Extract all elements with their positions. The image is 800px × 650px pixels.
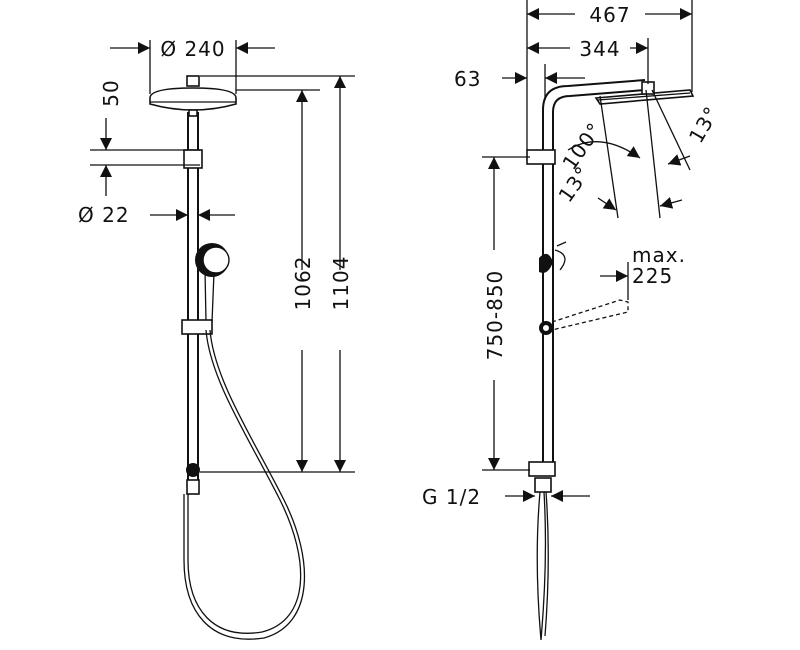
diverter — [186, 463, 200, 495]
dim-slider-range: 750-850 — [482, 156, 530, 471]
dim-wall-offset: 63 — [454, 64, 585, 100]
angle-100-label: 100° — [557, 118, 607, 175]
head-shower — [149, 75, 237, 117]
dim-angles: 100° 13° 13° — [553, 89, 724, 219]
connection-side — [534, 477, 552, 493]
side-view: 467 344 63 100° 13° 13° — [422, 0, 724, 641]
range-750-850-label: 750-850 — [483, 270, 507, 361]
height-1062-label: 1062 — [291, 256, 315, 311]
max-225-label: 225 — [632, 264, 673, 288]
angle-13-right-label: 13° — [684, 102, 724, 147]
dim-heights: 1062 1104 — [200, 75, 355, 473]
dim-head-diameter: Ø 240 — [110, 37, 275, 94]
dim-connection: G 1/2 — [422, 485, 590, 509]
hand-shower — [195, 243, 230, 323]
head-height-label: 50 — [99, 79, 123, 106]
hand-shower-side — [539, 241, 567, 273]
head-shower-side — [594, 81, 695, 105]
width-467-label: 467 — [589, 3, 630, 27]
reach-344-label: 344 — [579, 37, 620, 61]
max-label: max. — [632, 243, 686, 267]
wall-bracket-upper — [526, 149, 556, 165]
offset-63-label: 63 — [454, 67, 481, 91]
slider — [181, 319, 213, 335]
angle-13-left-label: 13° — [553, 161, 595, 206]
front-view: Ø 240 50 Ø 22 1062 1104 — [78, 37, 355, 640]
riser-pipe — [187, 112, 199, 480]
wall-bracket-lower — [528, 461, 556, 477]
dim-max-225: max. 225 — [600, 243, 686, 300]
dim-arm-reach: 344 — [527, 37, 649, 84]
shower-hose — [183, 329, 306, 640]
pipe-diameter-label: Ø 22 — [78, 203, 130, 227]
hose-side — [536, 491, 549, 641]
head-diameter-label: Ø 240 — [160, 37, 225, 61]
dim-total-width: 467 — [526, 0, 693, 150]
height-1104-label: 1104 — [329, 256, 353, 311]
connection-thread-label: G 1/2 — [422, 485, 481, 509]
slider-side — [539, 299, 629, 335]
dim-head-height: 50 — [90, 79, 200, 196]
riser-with-arm — [542, 79, 646, 470]
dim-pipe-diameter: Ø 22 — [78, 203, 235, 227]
